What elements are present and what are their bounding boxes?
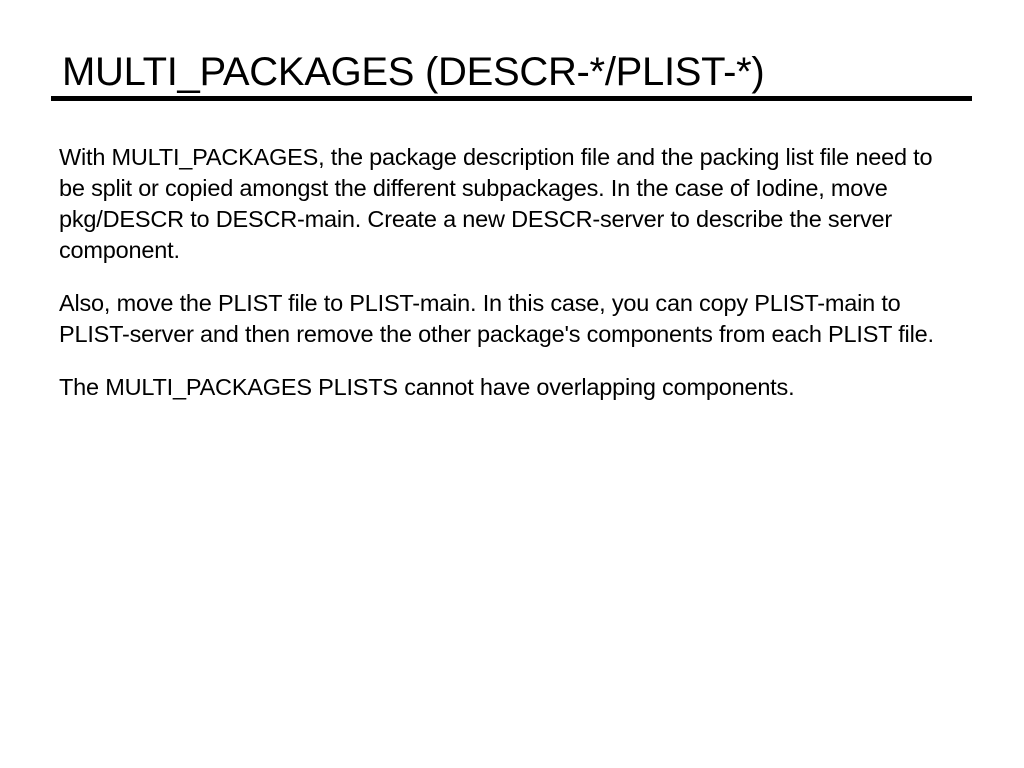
paragraph-descr-split: With MULTI_PACKAGES, the package descrip… <box>59 144 933 263</box>
slide-title: MULTI_PACKAGES (DESCR-*/PLIST-*) <box>62 50 765 94</box>
paragraph-plist-overlap: The MULTI_PACKAGES PLISTS cannot have ov… <box>59 374 795 400</box>
paragraph-plist-move: Also, move the PLIST file to PLIST-main.… <box>59 290 934 347</box>
title-underline-divider <box>51 96 972 101</box>
slide-body: With MULTI_PACKAGES, the package descrip… <box>59 142 959 425</box>
